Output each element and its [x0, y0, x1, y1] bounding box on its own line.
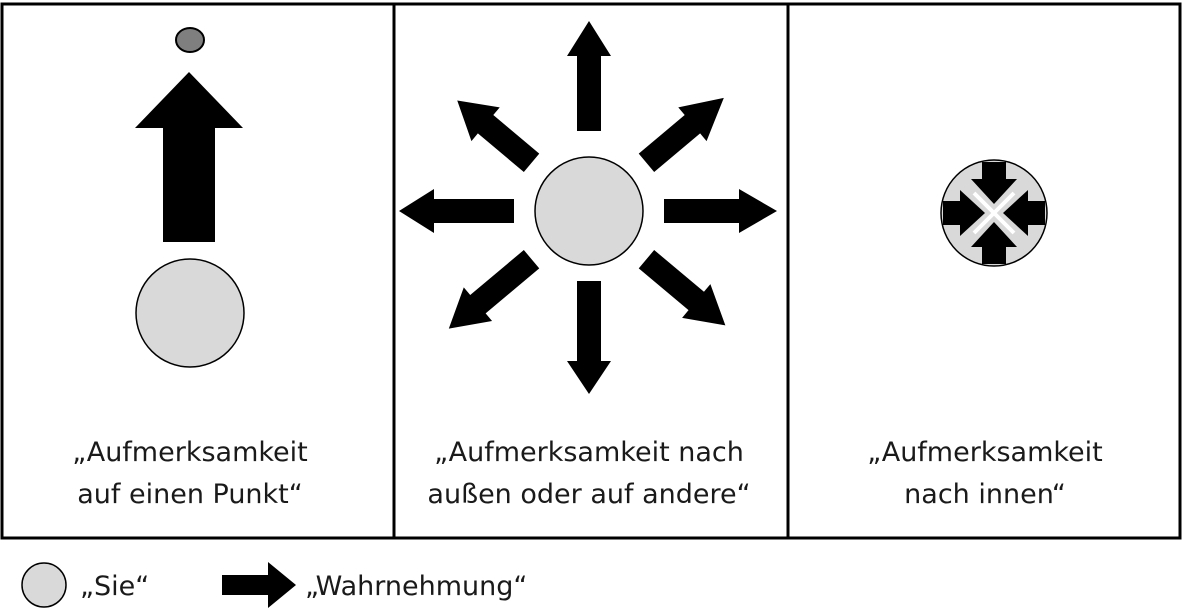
- legend-self-circle: [21, 562, 67, 608]
- legend-perception-label: „Wahrnehmung“: [305, 571, 527, 602]
- panel-focus-inward: „Aufmerksamkeit nach innen“: [867, 159, 1103, 510]
- legend: „Sie“ „Wahrnehmung“: [21, 562, 527, 608]
- panel-focus-point: „Aufmerksamkeit auf einen Punkt“: [72, 27, 308, 510]
- perception-arrow-n: [567, 21, 611, 131]
- inward-arrows-icon: [943, 162, 1045, 264]
- perception-arrow-nw: [457, 100, 540, 172]
- center-cross-icon: [972, 191, 1016, 235]
- panel-frame: [0, 2, 1182, 540]
- self-circle: [534, 156, 644, 266]
- caption-line-2: nach innen“: [904, 479, 1066, 510]
- perception-arrow-up: [135, 72, 243, 242]
- perception-arrow-w: [399, 189, 514, 233]
- perception-arrow-s: [567, 281, 611, 394]
- perception-arrow-e: [664, 189, 777, 233]
- perception-arrow-sw: [448, 250, 540, 329]
- panel-focus-outward: „Aufmerksamkeit nach außen oder auf ande…: [399, 21, 777, 510]
- legend-self-label: „Sie“: [80, 571, 149, 602]
- perception-arrow-se: [638, 250, 726, 326]
- target-point: [175, 27, 205, 53]
- caption-line-2: auf einen Punkt“: [77, 479, 303, 510]
- caption-line-1: „Aufmerksamkeit: [867, 437, 1103, 468]
- self-circle: [135, 258, 245, 368]
- caption-line-1: „Aufmerksamkeit nach: [434, 437, 744, 468]
- caption-line-1: „Aufmerksamkeit: [72, 437, 308, 468]
- caption-line-2: außen oder auf andere“: [427, 479, 750, 510]
- legend-arrow-icon: [222, 562, 296, 608]
- perception-arrow-ne: [638, 97, 724, 172]
